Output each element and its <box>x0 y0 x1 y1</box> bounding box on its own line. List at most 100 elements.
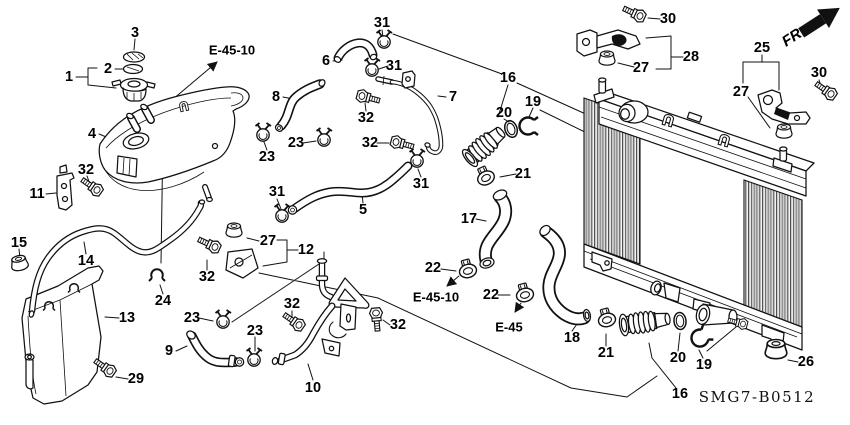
callout-27-36: 27 <box>260 233 276 249</box>
callout-1-0: 1 <box>65 69 73 85</box>
callout-11-10: 11 <box>29 186 44 202</box>
ref-label-0: E-45-10 <box>209 43 255 58</box>
callout-30-40: 30 <box>811 65 827 81</box>
callout-9-8: 9 <box>165 343 173 359</box>
radiator-cap <box>111 77 156 102</box>
callout-32-45: 32 <box>358 110 374 126</box>
callout-23-28: 23 <box>288 135 304 151</box>
clamp-21-icon <box>472 163 498 189</box>
radiator <box>583 77 815 351</box>
callout-23-27: 23 <box>259 149 275 165</box>
callout-32-50: 32 <box>78 162 94 178</box>
clip-24-icon <box>148 268 166 282</box>
radiator-drain-port <box>650 280 681 303</box>
cushion-27-right-icon <box>775 123 793 139</box>
callout-4-3: 4 <box>88 126 96 142</box>
callout-27-35: 27 <box>733 84 749 100</box>
bolt-32-icon <box>354 87 382 108</box>
clamp-23-icon <box>315 127 333 148</box>
hose-6 <box>333 38 378 63</box>
bolt-30-right-icon <box>811 77 840 103</box>
bracket-12 <box>225 248 259 279</box>
callout-12-11: 12 <box>298 242 314 258</box>
water-pipe-7 <box>375 70 444 155</box>
callout-8-7: 8 <box>272 89 280 105</box>
ref-label-1: E-45-10 <box>413 290 459 305</box>
fr-direction: FR. <box>779 7 840 50</box>
callout-31-43: 31 <box>374 15 390 31</box>
callout-25-32: 25 <box>754 40 770 56</box>
cushion-27-mid-icon <box>225 222 243 238</box>
callout-5-4: 5 <box>359 202 367 218</box>
clip-19-bottom-icon <box>686 323 715 352</box>
callout-32-48: 32 <box>284 296 300 312</box>
grommet-15-icon <box>8 253 30 273</box>
radiator-top-tank <box>593 77 815 197</box>
cushion-27-left-icon <box>598 50 616 66</box>
clamp-31-icon <box>408 148 426 169</box>
radiator-core-right <box>743 179 803 328</box>
ref-arrow-e4510-mid <box>446 275 460 287</box>
callout-16-15: 16 <box>500 70 516 86</box>
hose-8 <box>274 79 326 132</box>
callout-22-26: 22 <box>483 287 499 303</box>
clamp-31-icon <box>375 29 393 50</box>
diagram-code: SMG7-B0512 <box>699 388 815 406</box>
bolt-32-icon <box>368 306 385 333</box>
callout-27-34: 27 <box>633 60 649 76</box>
radiator-inlet-port <box>618 100 649 124</box>
callout-32-47: 32 <box>199 269 215 285</box>
clamp-31-icon <box>273 203 291 224</box>
cushion-26-icon <box>764 338 788 360</box>
callout-21-24: 21 <box>598 345 614 361</box>
hose-5 <box>287 161 413 215</box>
callout-19-19: 19 <box>525 94 541 110</box>
ref-arrow-e45 <box>514 301 525 313</box>
callout-31-41: 31 <box>269 184 285 200</box>
callout-3-2: 3 <box>131 25 139 41</box>
clamp-23-icon <box>214 309 232 330</box>
callout-2-1: 2 <box>104 61 112 77</box>
callout-15-14: 15 <box>11 235 27 251</box>
callout-23-30: 23 <box>247 323 263 339</box>
joint-pipe-10 <box>271 258 370 366</box>
callout-13-12: 13 <box>119 310 135 326</box>
overflow-tank-assembly <box>8 253 119 405</box>
callout-10-9: 10 <box>305 380 321 396</box>
callout-28-37: 28 <box>683 49 699 65</box>
clamp-31-icon <box>363 57 381 78</box>
callout-20-22: 20 <box>670 350 686 366</box>
cap-parts <box>111 51 156 102</box>
bolt-30-left-icon <box>620 1 648 25</box>
overflow-tank-spout <box>24 353 35 390</box>
callout-24-31: 24 <box>155 293 171 309</box>
hose-14 <box>28 199 206 318</box>
bolt-32-icon <box>279 308 308 334</box>
hoses-and-pipes <box>28 29 715 368</box>
hose-18 <box>539 224 592 326</box>
clip-19-top-icon <box>518 115 540 137</box>
clamp-22-icon <box>513 280 536 305</box>
callout-31-44: 31 <box>386 58 402 74</box>
reserve-tank-assembly <box>56 51 250 211</box>
callout-26-33: 26 <box>798 354 814 370</box>
clamp-21-icon <box>595 305 618 330</box>
callout-18-18: 18 <box>564 330 580 346</box>
oring-20-bottom-icon <box>672 311 688 331</box>
callout-6-5: 6 <box>322 53 330 69</box>
callout-21-23: 21 <box>515 166 531 182</box>
bracket-11 <box>56 164 75 211</box>
callout-17-17: 17 <box>461 211 477 227</box>
hose-17 <box>478 189 513 269</box>
bolt-32-icon <box>195 232 223 256</box>
leader-lines <box>18 17 823 398</box>
callout-32-49: 32 <box>390 317 406 333</box>
callout-20-21: 20 <box>496 105 512 121</box>
connector-16-top <box>461 126 506 168</box>
clamp-23-icon <box>254 122 272 143</box>
callout-22-25: 22 <box>425 260 441 276</box>
callout-23-29: 23 <box>184 310 200 326</box>
